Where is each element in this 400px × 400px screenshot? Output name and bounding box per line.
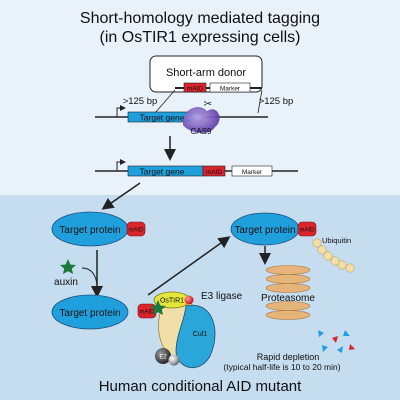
fragment-shard (322, 345, 328, 352)
edited-marker-label: Marker (242, 169, 263, 176)
ostir1-label: OsTIR1 (160, 298, 184, 305)
donor-marker-label: Marker (220, 86, 241, 93)
fragment-shard (343, 330, 350, 336)
half-life-label: (typical half-life is 10 to 20 min) (223, 362, 340, 372)
bound-auxin-icon (150, 300, 166, 315)
fragment-shard (349, 344, 355, 350)
auxin-label: auxin (54, 277, 78, 288)
ubiquitin-bead (345, 263, 355, 273)
proteasome-ring (265, 265, 311, 275)
ub-mAID-tag-label: mAID (300, 228, 316, 234)
proteasome (265, 265, 311, 320)
bound-target-protein-ellipse (51, 294, 129, 330)
ubiquitin-bead (312, 238, 322, 248)
scissors-icon: ✂ (204, 99, 212, 110)
e3-ligase-complex: Cul1 OsTIR1 E2 (153, 291, 216, 368)
genomic-locus: Target gene CAS9 ✂ (95, 99, 268, 136)
footer-title: Human conditional AID mutant (99, 378, 302, 395)
ubiquitin-bead (317, 245, 327, 255)
donor-marker-block (209, 82, 251, 93)
degraded-fragments (318, 330, 355, 353)
right-arm-length: >125 bp (259, 96, 294, 107)
ubiquitinated-protein: Target protein mAID (230, 212, 355, 273)
proteasome-ring (265, 310, 311, 320)
short-arm-donor: Short-arm donor mAID Marker (149, 55, 263, 93)
ubiquitination-arrow (147, 236, 231, 296)
bound-target-protein-label: Target protein (59, 308, 120, 319)
cul1-subunit (175, 304, 216, 368)
bound-mAID-tag-label: mAID (140, 310, 156, 316)
edited-target-gene-label: Target gene (140, 167, 185, 177)
mAID-tag-label: mAID (129, 228, 145, 234)
top-panel-background (0, 0, 400, 195)
title-line-1: Short-homology mediated tagging (80, 10, 320, 27)
donor-mAID-label: mAID (187, 86, 204, 93)
mAID-tag (126, 221, 146, 237)
depletion-label: Rapid depletion (257, 352, 320, 362)
ubiquitin-bead (323, 251, 333, 261)
right-homology-line (257, 89, 263, 114)
cas9-label: CAS9 (191, 127, 212, 136)
edited-mAID-label: mAID (206, 169, 223, 176)
e3-ligase-label: E3 ligase (201, 291, 243, 302)
target-gene-label: Target gene (140, 113, 185, 123)
ubiquitin-bead (330, 256, 340, 266)
e2-label: E2 (159, 355, 167, 361)
proteasome-label: Proteasome (261, 293, 315, 304)
edited-locus: Target gene mAID Marker (95, 159, 298, 177)
tagged-protein-top: Target protein mAID (51, 211, 146, 247)
cas9-icon (182, 107, 220, 133)
bound-ubiquitin-icon (168, 354, 180, 366)
tagged-protein-bound: Target protein mAID (51, 294, 166, 330)
donor-mAID-block (183, 82, 207, 93)
donor-label: Short-arm donor (166, 67, 246, 79)
title-line-2: (in OsTIR1 expressing cells) (100, 29, 301, 46)
edited-marker-block (231, 165, 273, 177)
ubiquitin-label: Ubiquitin (322, 236, 351, 245)
promoter-arrow-icon (116, 105, 126, 117)
target-protein-label: Target protein (59, 225, 120, 236)
ubiquitin-chain (312, 238, 355, 273)
e2-icon (155, 348, 171, 364)
ubiquitin-bead (337, 260, 347, 270)
proteasome-ring (265, 274, 311, 284)
ub-mAID-tag (297, 221, 317, 237)
auxin-icon (60, 259, 76, 274)
expression-arrow (101, 182, 141, 210)
rbx1-icon (184, 295, 194, 305)
left-homology-line (154, 89, 176, 114)
cul1-label: Cul1 (193, 331, 208, 338)
fragment-shard (318, 330, 324, 337)
fragment-shard (332, 336, 338, 343)
edited-promoter-arrow-icon (116, 159, 126, 171)
proteasome-ring (265, 283, 311, 293)
fragment-shard (337, 346, 343, 353)
ub-target-protein-label: Target protein (234, 225, 295, 236)
left-arm-length: >125 bp (123, 96, 158, 107)
edited-mAID-block (202, 165, 226, 177)
